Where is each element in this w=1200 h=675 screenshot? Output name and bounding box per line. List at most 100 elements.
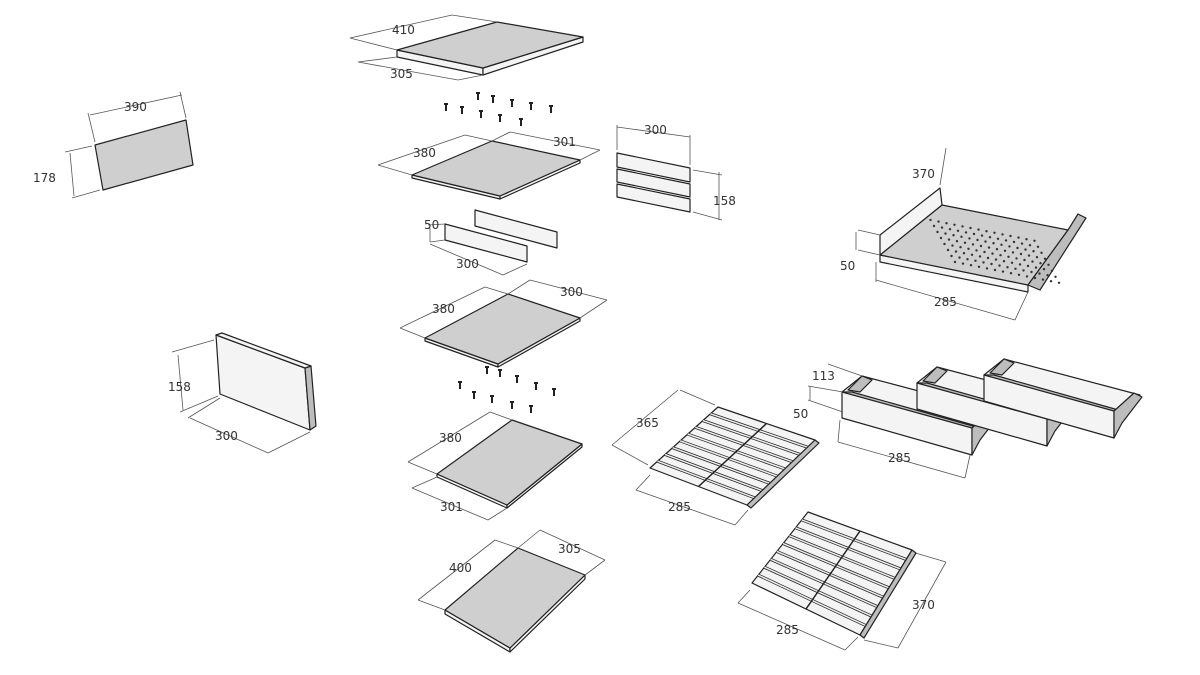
hole-mark [962, 252, 966, 255]
hole-mark [1028, 244, 1032, 247]
hole-mark [956, 229, 960, 232]
hole-mark [959, 246, 962, 249]
dim-label: 158 [168, 380, 191, 394]
hole-mark [952, 234, 955, 237]
hole-mark [929, 218, 932, 222]
grid-rack-b: 285 370 [737, 511, 947, 651]
hole-mark [1003, 249, 1007, 252]
hole-mark [993, 268, 997, 272]
screw-icon [529, 102, 533, 110]
dim-label: 365 [636, 416, 659, 430]
hole-mark [1024, 248, 1027, 251]
hole-mark [1020, 242, 1024, 245]
screw-icon [485, 366, 489, 374]
screw-icon [498, 114, 502, 122]
hole-mark [986, 256, 990, 260]
hole-mark [946, 248, 950, 252]
dim-label: 285 [888, 451, 911, 465]
hole-mark [1023, 258, 1026, 262]
slatted-side-panel: 300 158 [616, 123, 736, 221]
hole-mark [1046, 274, 1049, 277]
hole-mark [1006, 266, 1009, 269]
hole-mark [980, 234, 984, 237]
dim-label: 300 [644, 123, 667, 137]
dim-label: 390 [124, 100, 147, 114]
hole-mark [983, 250, 986, 254]
hole-mark [998, 264, 1001, 267]
hole-mark [1017, 273, 1021, 276]
hole-mark [953, 223, 956, 226]
hole-mark [954, 250, 958, 253]
dim-label: 305 [558, 542, 581, 556]
tray [983, 358, 1143, 439]
hole-mark [1030, 270, 1033, 274]
dim-label: 301 [440, 500, 463, 514]
hole-mark [1032, 250, 1035, 253]
dim-label: 50 [793, 407, 808, 421]
screw-icon [552, 388, 556, 396]
tray-dimensions: 113 50 285 [793, 363, 971, 479]
hole-mark [1002, 260, 1006, 263]
screw-icon [472, 391, 476, 399]
hole-mark [1036, 245, 1040, 248]
dim-label: 50 [840, 259, 855, 273]
hole-mark [1047, 263, 1050, 266]
hole-mark [985, 230, 988, 233]
screw-icon [460, 106, 464, 114]
side-strips: 50 300 [424, 209, 558, 276]
hole-mark [985, 267, 989, 270]
screw-icon [476, 92, 480, 100]
dim-label: 113 [812, 369, 835, 383]
hole-mark [1031, 260, 1034, 263]
hole-mark [947, 238, 951, 241]
hole-mark [987, 246, 991, 249]
perforated-tray: 370 50 285 [840, 147, 1087, 321]
hole-mark [969, 226, 972, 230]
hole-mark [960, 235, 963, 238]
hole-mark [976, 238, 979, 242]
hole-mark [970, 253, 974, 256]
hole-mark [1039, 262, 1042, 265]
screw-icon [490, 395, 494, 403]
top-lid: 410 305 [349, 14, 584, 81]
hole-mark [974, 259, 977, 262]
hole-mark [932, 224, 936, 228]
hole-mark [1001, 233, 1004, 236]
hole-mark [1042, 268, 1046, 271]
hole-mark [961, 262, 965, 265]
hole-mark [1054, 275, 1057, 278]
screw-icon [479, 110, 483, 118]
dim-label: 400 [449, 561, 472, 575]
dim-label: 178 [33, 171, 56, 185]
dim-label: 285 [934, 295, 957, 309]
hole-mark [1033, 239, 1036, 242]
hole-mark [1057, 281, 1061, 284]
hole-mark [1019, 252, 1023, 256]
hole-mark [1043, 257, 1047, 260]
screw-icon [534, 382, 538, 390]
hole-mark [945, 222, 948, 225]
hole-mark [936, 230, 939, 234]
trays [841, 358, 1143, 456]
hole-mark [958, 256, 961, 259]
hole-mark [993, 231, 996, 234]
dim-label: 305 [390, 67, 413, 81]
lower-panel: 380 301 [407, 411, 583, 521]
hole-mark [1008, 245, 1011, 248]
upper-panel: 380 301 [377, 131, 601, 200]
dim-label: 300 [215, 429, 238, 443]
dim-label: 285 [668, 500, 691, 514]
screws-upper [444, 92, 553, 126]
dim-label: 370 [912, 167, 935, 181]
dim-label: 301 [553, 135, 576, 149]
screw-icon [510, 99, 514, 107]
hole-mark [1018, 263, 1022, 266]
back-panel: 158 300 [168, 332, 317, 454]
hole-mark [1049, 280, 1053, 283]
hole-mark [1016, 246, 1019, 250]
screw-icon [510, 401, 514, 409]
hole-mark [1017, 236, 1020, 239]
hole-mark [1007, 255, 1010, 258]
rack-divider [697, 422, 768, 488]
dim-label: 158 [713, 194, 736, 208]
